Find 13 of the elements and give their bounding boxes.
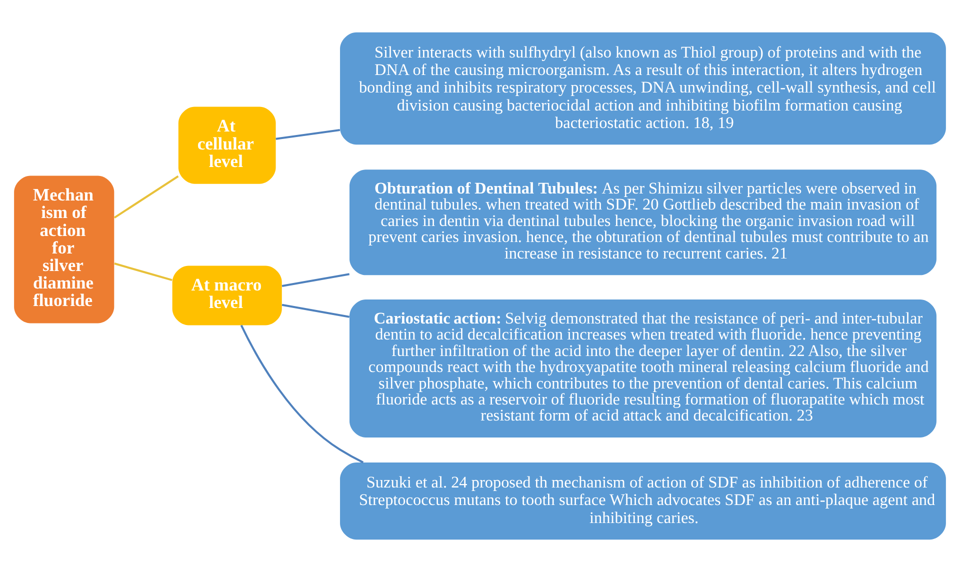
connector (282, 272, 350, 286)
node-box: Obturation of Dentinal Tubules: As per Shimizu silver particles were observed in dentinal tubules. when treated with SDF. 20 Gottlieb described the main invasion of caries in dentin via dentinal tubules hence, blocking the organic invasion road will prevent caries invasion. hence, the obturation of dentinal tubules must contribute to an increase in resistance to recurrent caries. 21 (349, 169, 936, 275)
node-box: At cellular level (178, 106, 276, 184)
connector (114, 262, 172, 281)
node-box: At macro level (172, 265, 282, 325)
connector (282, 303, 350, 318)
connector (114, 174, 179, 218)
node-box: Cariostatic action: Selvig demonstrated that the resistance of peri- and inter-tubular dentin to acid decalcification increases when treated with fluoride. hence preventing further infiltration of the acid into the deeper layer of dentin. 22 Also, the silver compounds react with the hydroxyapatite tooth mineral releasing calcium fluoride and silver phosphate, which contributes to the prevention of dental caries. This calcium fluoride acts as a reservoir of fluoride resulting formation of fluorapatite which most resistant form of acid attack and decalcification. 23 (349, 299, 936, 437)
node-box: Silver interacts with sulfhydryl (also known as Thiol group) of proteins and with the DNA of the causing microorganism. As a result of this interaction, it alters hydrogen bonding and inhibits respiratory processes, DNA unwinding, cell-wall synthesis, and cell division causing bacteriocidal action and inhibiting biofilm formation causing bacteriostatic action. 18, 19 (340, 32, 946, 144)
connector (276, 128, 340, 140)
node-box: Mechan ism of action for silver diamine fluoride (14, 175, 114, 323)
node-box: Suzuki et al. 24 proposed th mechanism of action of SDF as inhibition of adherence of Streptococcus mutans to tooth surface Which advocates SDF as an anti-plaque agent and inhibiting caries. (340, 462, 946, 540)
connector (240, 324, 364, 463)
